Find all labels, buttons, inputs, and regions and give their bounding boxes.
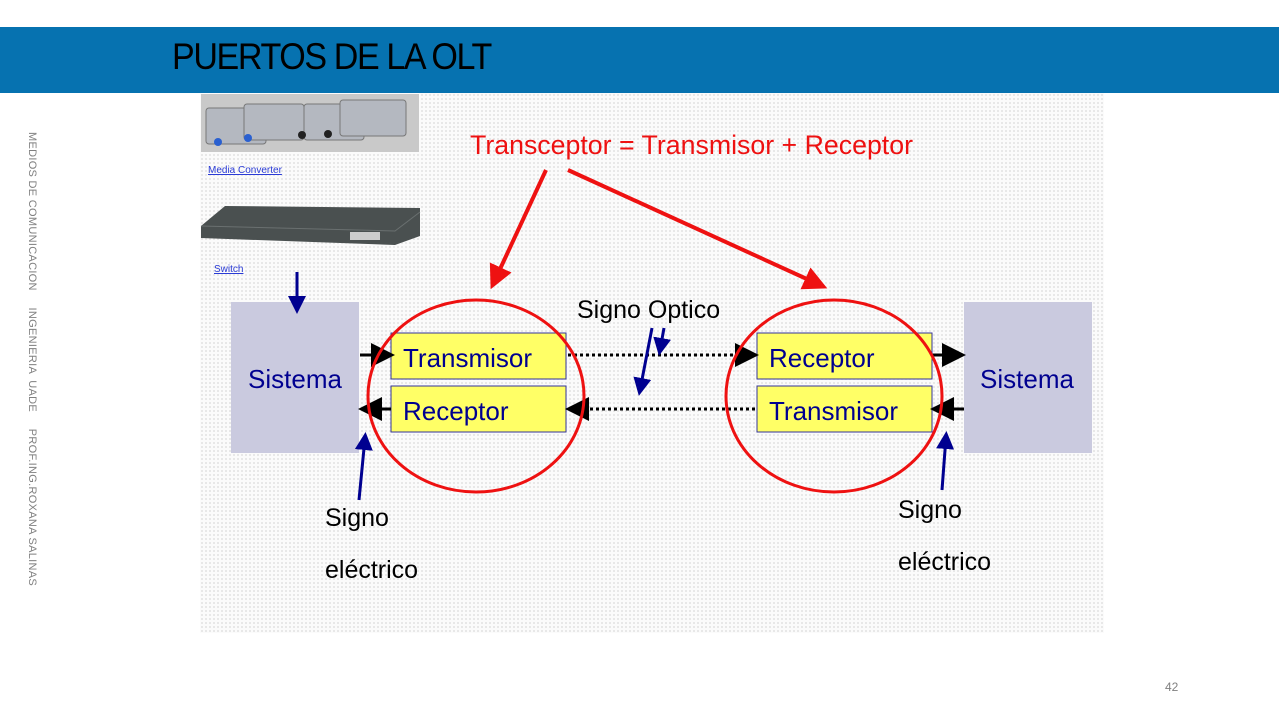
blue-arrow-right-electric — [936, 431, 955, 491]
left-receptor-label: Receptor — [403, 396, 509, 426]
left-system-box — [231, 302, 359, 453]
media-converter-link[interactable]: Media Converter — [208, 165, 283, 176]
left-electric-label-2: eléctrico — [325, 556, 418, 584]
right-system-label: Sistema — [980, 364, 1074, 394]
right-receptor-box — [756, 332, 933, 380]
right-system-box — [964, 302, 1092, 453]
right-electric-label-2: eléctrico — [898, 548, 991, 576]
slide-title: PUERTOS DE LA OLT — [172, 36, 492, 77]
right-transmisor-label: Transmisor — [769, 396, 898, 426]
blue-arrow-optical-2 — [653, 327, 672, 356]
page-number: 42 — [1165, 680, 1179, 694]
switch-link[interactable]: Switch — [214, 264, 243, 275]
right-transceiver-circle — [724, 298, 944, 494]
blue-arrow-left-electric — [354, 432, 373, 501]
left-receptor-box — [390, 385, 567, 433]
red-arrow-right — [567, 168, 828, 290]
left-system-label: Sistema — [248, 364, 342, 394]
left-electric-label-1: Signo — [325, 504, 389, 532]
right-receptor-label: Receptor — [769, 343, 875, 373]
left-transmisor-label: Transmisor — [403, 343, 532, 373]
red-arrow-left — [489, 169, 548, 290]
right-transmisor-box — [756, 385, 933, 433]
media-converter-image — [201, 94, 419, 152]
transceptor-heading: Transceptor = Transmisor + Receptor — [470, 130, 913, 160]
left-transmisor-box — [390, 332, 567, 380]
right-electric-label-1: Signo — [898, 496, 962, 524]
side-footer-text: MEDIOS DE COMUNICACION INGENIERIA UADE P… — [26, 132, 38, 587]
optical-signal-label: Signo Optico — [577, 296, 720, 324]
switch-image — [200, 206, 421, 245]
left-transceiver-circle — [366, 298, 586, 494]
header-band — [0, 27, 1279, 93]
blue-arrow-optical-1 — [633, 327, 654, 396]
